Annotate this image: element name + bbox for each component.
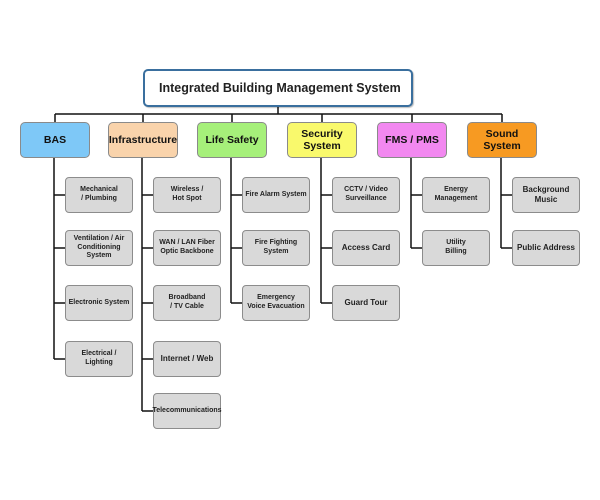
- category-node: Sound System: [467, 122, 537, 158]
- category-label: BAS: [43, 133, 67, 146]
- subsystem-label: Ventilation / Air Conditioning System: [73, 234, 125, 260]
- subsystem-node: CCTV / Video Surveillance: [332, 177, 400, 213]
- subsystem-label: CCTV / Video Surveillance: [344, 186, 388, 202]
- category-label: Life Safety: [205, 133, 259, 146]
- subsystem-label: Broadband / TV Cable: [168, 294, 206, 310]
- subsystem-label: Emergency Voice Evacuation: [247, 294, 305, 310]
- subsystem-node: Internet / Web: [153, 341, 221, 377]
- subsystem-label: Wireless / Hot Spot: [170, 186, 204, 202]
- category-label: Infrastructure: [108, 133, 178, 146]
- subsystem-label: Energy Management: [434, 186, 478, 202]
- subsystem-node: Access Card: [332, 230, 400, 266]
- subsystem-label: Mechanical / Plumbing: [80, 186, 118, 202]
- subsystem-node: Wireless / Hot Spot: [153, 177, 221, 213]
- subsystem-label: Fire Alarm System: [245, 190, 307, 198]
- subsystem-node: Public Address: [512, 230, 580, 266]
- category-node: FMS / PMS: [377, 122, 447, 158]
- subsystem-label: Public Address: [517, 243, 575, 252]
- subsystem-label: Utility Billing: [445, 239, 467, 255]
- category-label: Security System: [301, 127, 343, 152]
- subsystem-node: Energy Management: [422, 177, 490, 213]
- subsystem-node: Electronic System: [65, 285, 133, 321]
- category-label: Sound System: [483, 127, 521, 152]
- category-node: Life Safety: [197, 122, 267, 158]
- subsystem-label: Access Card: [341, 243, 391, 252]
- subsystem-label: Background Music: [522, 185, 570, 204]
- subsystem-node: Emergency Voice Evacuation: [242, 285, 310, 321]
- subsystem-label: Guard Tour: [344, 298, 388, 307]
- subsystem-node: Broadband / TV Cable: [153, 285, 221, 321]
- subsystem-label: Internet / Web: [160, 354, 214, 363]
- subsystem-node: Ventilation / Air Conditioning System: [65, 230, 133, 266]
- category-node: Infrastructure: [108, 122, 178, 158]
- subsystem-node: Background Music: [512, 177, 580, 213]
- category-node: Security System: [287, 122, 357, 158]
- subsystem-label: WAN / LAN Fiber Optic Backbone: [159, 239, 215, 255]
- subsystem-label: Electrical / Lighting: [81, 350, 117, 366]
- subsystem-node: Mechanical / Plumbing: [65, 177, 133, 213]
- root-label: Integrated Building Management System: [159, 81, 401, 95]
- subsystem-node: Fire Alarm System: [242, 177, 310, 213]
- category-label: FMS / PMS: [385, 133, 439, 146]
- subsystem-node: Guard Tour: [332, 285, 400, 321]
- subsystem-label: Fire Fighting System: [254, 239, 298, 255]
- subsystem-node: Telecommunications: [152, 393, 222, 429]
- subsystem-label: Electronic System: [68, 298, 130, 306]
- subsystem-node: Utility Billing: [422, 230, 490, 266]
- category-node: BAS: [20, 122, 90, 158]
- subsystem-label: Telecommunications: [152, 406, 222, 414]
- subsystem-node: Electrical / Lighting: [65, 341, 133, 377]
- subsystem-node: WAN / LAN Fiber Optic Backbone: [153, 230, 221, 266]
- root-node: Integrated Building Management System: [143, 69, 413, 107]
- subsystem-node: Fire Fighting System: [242, 230, 310, 266]
